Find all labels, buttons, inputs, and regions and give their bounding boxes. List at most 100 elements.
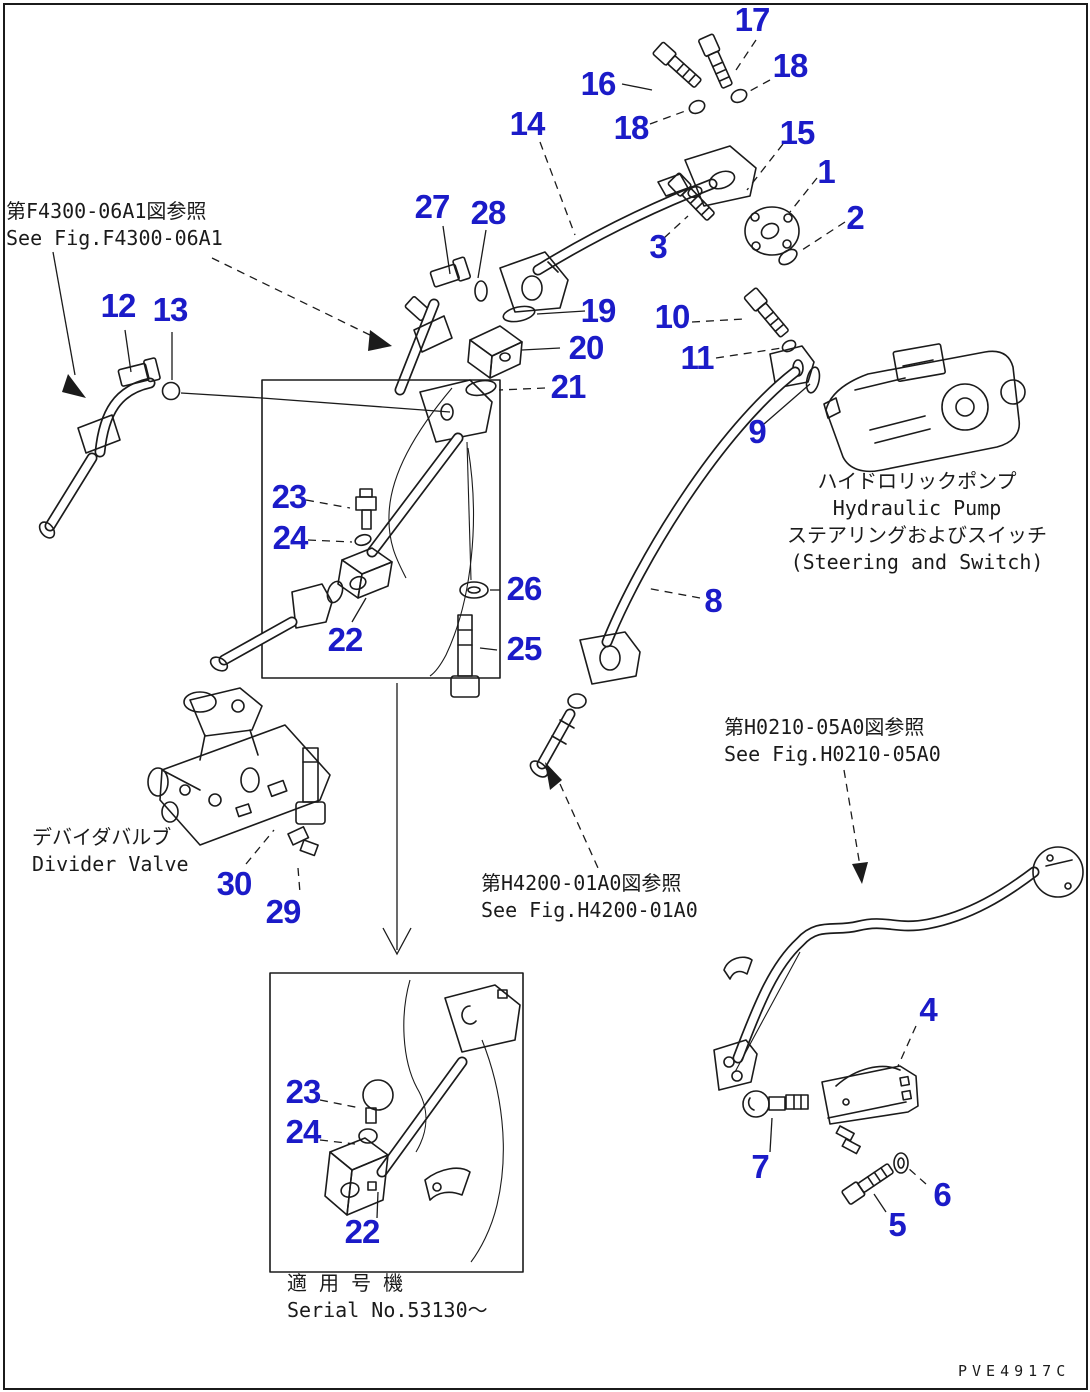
ref-h0210-note: 第H0210-05A0図参照 See Fig.H0210-05A0 [724,714,941,768]
bolt-5 [840,1160,896,1206]
detail-box-1 [209,379,501,679]
gasket-21 [465,379,497,397]
part-number-label-28: 28 [470,194,507,231]
ref-f4300-jp: 第F4300-06A1図参照 [6,199,207,223]
clamp-box2 [424,1167,471,1201]
bolt-17 [697,32,736,91]
pump-en1: Hydraulic Pump [832,496,1002,520]
part-number-label-20: 20 [568,329,605,366]
part-number-label-9: 9 [748,413,766,450]
serial-en: Serial No.53130～ [287,1298,488,1322]
divider-valve-note: デバイダバルブ Divider Valve [32,824,189,878]
bracket-4 [821,1065,919,1125]
block-22a [337,547,393,599]
block-22b [324,1137,389,1216]
pump-jp1: ハイドロリックポンプ [817,469,1017,493]
part-number-label-29: 29 [265,893,302,930]
ring-28 [474,280,488,302]
ref-arrow-f4300-main [211,257,392,351]
hose-below-27 [394,298,453,396]
arrow-to-box2 [382,683,412,956]
divider-valve-jp: デバイダバルブ [32,825,172,849]
hydraulic-pump [823,343,1026,473]
plug-23b [362,1079,394,1124]
part-number-label-10: 10 [654,298,691,335]
part-number-label-16: 16 [580,65,617,102]
pump-en2: (Steering and Switch) [790,550,1044,574]
bolt-7 [742,1090,809,1118]
part-number-label-27: 27 [414,188,451,225]
part-number-label-13: 13 [152,291,189,328]
divider-valve [147,687,331,846]
ref-f4300-note: 第F4300-06A1図参照 See Fig.F4300-06A1 [6,198,223,252]
part-number-label-30: 30 [216,865,253,902]
washer-11 [781,339,797,353]
ref-h4200-note: 第H4200-01A0図参照 See Fig.H4200-01A0 [481,870,698,924]
part-number-label-7: 7 [751,1148,769,1185]
divider-valve-en: Divider Valve [32,852,189,876]
pipe-4-assembly [713,846,1084,1091]
hose-12 [38,357,161,539]
part-number-label-21: 21 [550,368,587,405]
hydraulic-pump-note: ハイドロリックポンプ Hydraulic Pump ステアリングおよびスイッチ … [748,468,1086,576]
elbow-27 [404,256,472,322]
part-number-label-18: 18 [772,47,809,84]
o-ring-pipe8 [567,693,587,709]
part-number-label-23: 23 [285,1073,322,1110]
block-20-upper [499,251,569,313]
part-number-label-4: 4 [919,991,937,1028]
ref-arrow-h0210 [843,769,868,884]
bolt-vertical-valve [295,747,326,825]
washer-26 [459,581,489,599]
pipe-8 [601,366,801,648]
part-number-label-1: 1 [817,153,835,190]
part-number-label-3: 3 [649,228,667,265]
pipe-14 [532,178,718,276]
washer-24a [354,533,372,547]
part-number-label-24: 24 [272,519,309,556]
bolt-16 [651,40,705,91]
ref-h4200-en: See Fig.H4200-01A0 [481,898,698,922]
ref-arrow-f4300-hose [52,251,86,398]
part-number-label-2: 2 [846,199,864,236]
washer-19 [502,305,536,323]
part-number-label-22: 22 [344,1213,381,1250]
part-number-label-15: 15 [779,114,816,151]
part-number-label-24: 24 [285,1113,322,1150]
part-number-label-26: 26 [506,570,543,607]
flange-1 [744,206,800,256]
washer-2 [778,248,798,266]
part-number-label-19: 19 [580,292,617,329]
part-number-label-8: 8 [704,582,722,619]
bolt-10 [743,286,792,340]
washer-6 [893,1152,909,1174]
spring-washer [835,1125,861,1155]
pump-jp2: ステアリングおよびスイッチ [787,523,1047,547]
part-number-label-14: 14 [509,105,546,142]
bolt-25 [450,614,480,698]
part-number-label-25: 25 [506,630,543,667]
bolt-23a [355,488,377,530]
ref-h0210-en: See Fig.H0210-05A0 [724,742,941,766]
ref-f4300-en: See Fig.F4300-06A1 [6,226,223,250]
part-number-label-5: 5 [888,1206,906,1243]
ring-13 [161,381,181,401]
part-number-label-23: 23 [271,478,308,515]
part-number-label-12: 12 [100,287,137,324]
ref-h4200-jp: 第H4200-01A0図参照 [481,871,682,895]
drawing-code: PVE4917C [958,1362,1071,1380]
elbow-29 [287,826,319,857]
flange-pipe8 [579,631,641,685]
part-number-label-17: 17 [734,1,771,38]
serial-note: 適 用 号 機 Serial No.53130～ [287,1270,488,1324]
part-number-label-22: 22 [327,621,364,658]
detail-box-2 [269,972,524,1273]
arrow-h4200 [545,762,562,790]
washer-18-left [688,99,706,115]
washer-24b [358,1128,378,1144]
serial-jp: 適 用 号 機 [287,1271,404,1295]
o-ring-box1 [326,580,344,604]
part-number-label-6: 6 [933,1176,951,1213]
